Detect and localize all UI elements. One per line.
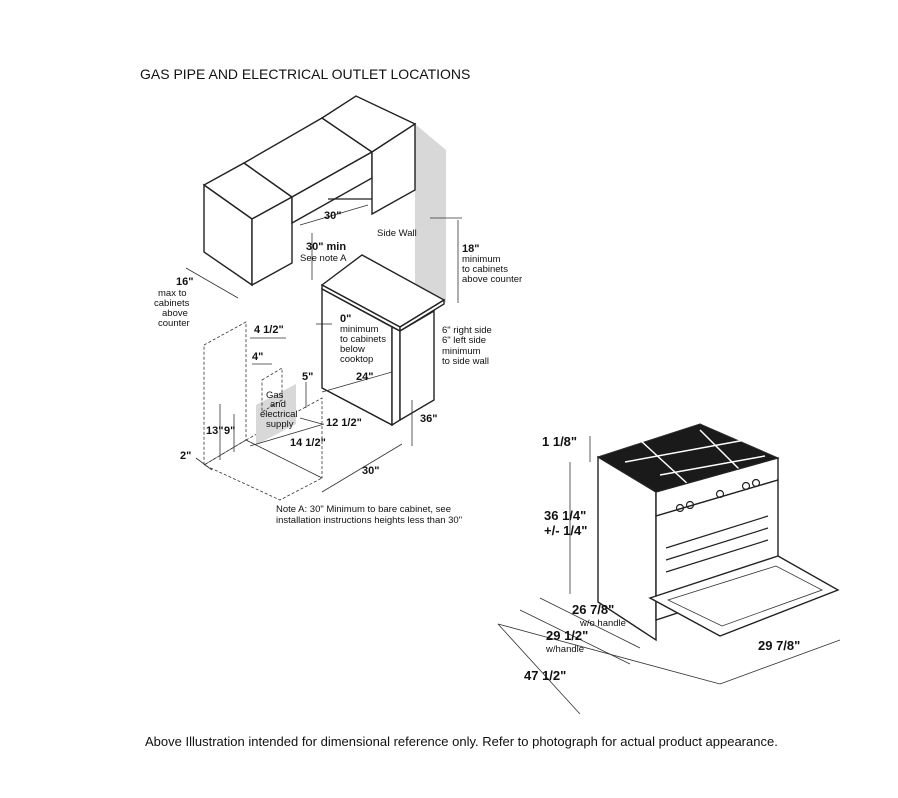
dim-5-label: 5" [302, 371, 313, 383]
dim-16-text-4: counter [158, 318, 190, 329]
dim-0-text-4: cooktop [340, 354, 373, 365]
dim-26-7-8-label: 26 7/8" [572, 602, 614, 617]
side-wall-shade [415, 124, 446, 303]
base-side [399, 309, 435, 422]
dim-24-label: 24" [356, 371, 373, 383]
dim-12-1-2-label: 12 1/2" [326, 417, 362, 429]
dim-16-text-3: above [162, 308, 188, 319]
dim-16-text-2: cabinets [154, 298, 190, 309]
right-cabinet-front [371, 122, 416, 216]
dim-29-7-8-label: 29 7/8" [758, 638, 800, 653]
left-side-label: 6" left side [442, 335, 486, 346]
supply-text-4: supply [266, 419, 294, 430]
dim-30-bottom-label: 30" [362, 465, 379, 477]
dim-47-1-2-label: 47 1/2" [524, 668, 566, 683]
dim-0-text-3: below [340, 344, 365, 355]
dim-18-text-2: to cabinets [462, 264, 508, 275]
w-handle-label: w/handle [545, 644, 584, 655]
dim-13-label: 13" [206, 425, 223, 437]
dim-24-line [321, 371, 393, 393]
right-side-label: 6" right side [442, 325, 492, 336]
dim-4-label: 4" [252, 351, 263, 363]
supply-text-3: electrical [260, 409, 298, 420]
knob-icon [685, 500, 695, 510]
dim-0-text-1: minimum [340, 324, 379, 335]
dim-9-label: 9" [224, 425, 235, 437]
side-wall-label: Side Wall [377, 228, 417, 239]
range-diagram: 1 1/8" 36 1/4" +/- 1/4" 26 7/8" w/o hand… [497, 423, 841, 715]
dim-18-text-1: minimum [462, 254, 501, 265]
min-30-label: 30" min [306, 241, 346, 253]
note-a-line-1: Note A: 30" Minimum to bare cabinet, see [276, 504, 451, 515]
page-title: GAS PIPE AND ELECTRICAL OUTLET LOCATIONS [140, 66, 470, 82]
supply-area [256, 384, 296, 445]
knob-icon [675, 503, 685, 513]
dim-14-1-2-label: 14 1/2" [290, 437, 326, 449]
dim-0-label: 0" [340, 313, 351, 325]
side-min-label: minimum [442, 346, 481, 357]
dim-18-text-3: above counter [462, 274, 522, 285]
range-side [597, 455, 657, 642]
dim-29-1-2-label: 29 1/2" [546, 628, 588, 643]
dim-16-label: 16" [176, 276, 193, 288]
wo-handle-label: w/o handle [579, 618, 626, 629]
dim-1-1-8-label: 1 1/8" [542, 434, 577, 449]
upper-cabinets [202, 95, 417, 287]
dim-0-text-2: to cabinets [340, 334, 386, 345]
installation-diagram: 30" 30" min See note A Side Wall 18" min… [154, 95, 522, 526]
knob-icon [715, 489, 725, 499]
footer-disclaimer: Above Illustration intended for dimensio… [145, 734, 778, 749]
dim-4-1-2-label: 4 1/2" [254, 324, 284, 336]
side-wall-to-label: to side wall [442, 356, 489, 367]
dim-2-label: 2" [180, 450, 191, 462]
dim-36-1-4-label: 36 1/4" [544, 508, 586, 523]
base-cabinet [320, 254, 446, 427]
dim-36-label: 36" [420, 413, 437, 425]
supply-text-2: and [270, 399, 286, 410]
dim-tol-label: +/- 1/4" [544, 523, 587, 538]
hood-width-line [299, 204, 369, 226]
dim-16-line [185, 267, 239, 299]
supply-zone [203, 321, 323, 501]
oven-door-open [648, 555, 840, 637]
see-note-a-label: See note A [300, 253, 347, 264]
supply-text-1: Gas [266, 390, 284, 401]
dim-16-text-1: max to [158, 288, 187, 299]
dim-18-label: 18" [462, 243, 479, 255]
note-a-line-2: installation instructions heights less t… [276, 515, 462, 526]
left-cabinet-side [251, 195, 293, 287]
knob-icon [741, 481, 751, 491]
hood-width-label: 30" [324, 210, 341, 222]
knob-icon [751, 478, 761, 488]
